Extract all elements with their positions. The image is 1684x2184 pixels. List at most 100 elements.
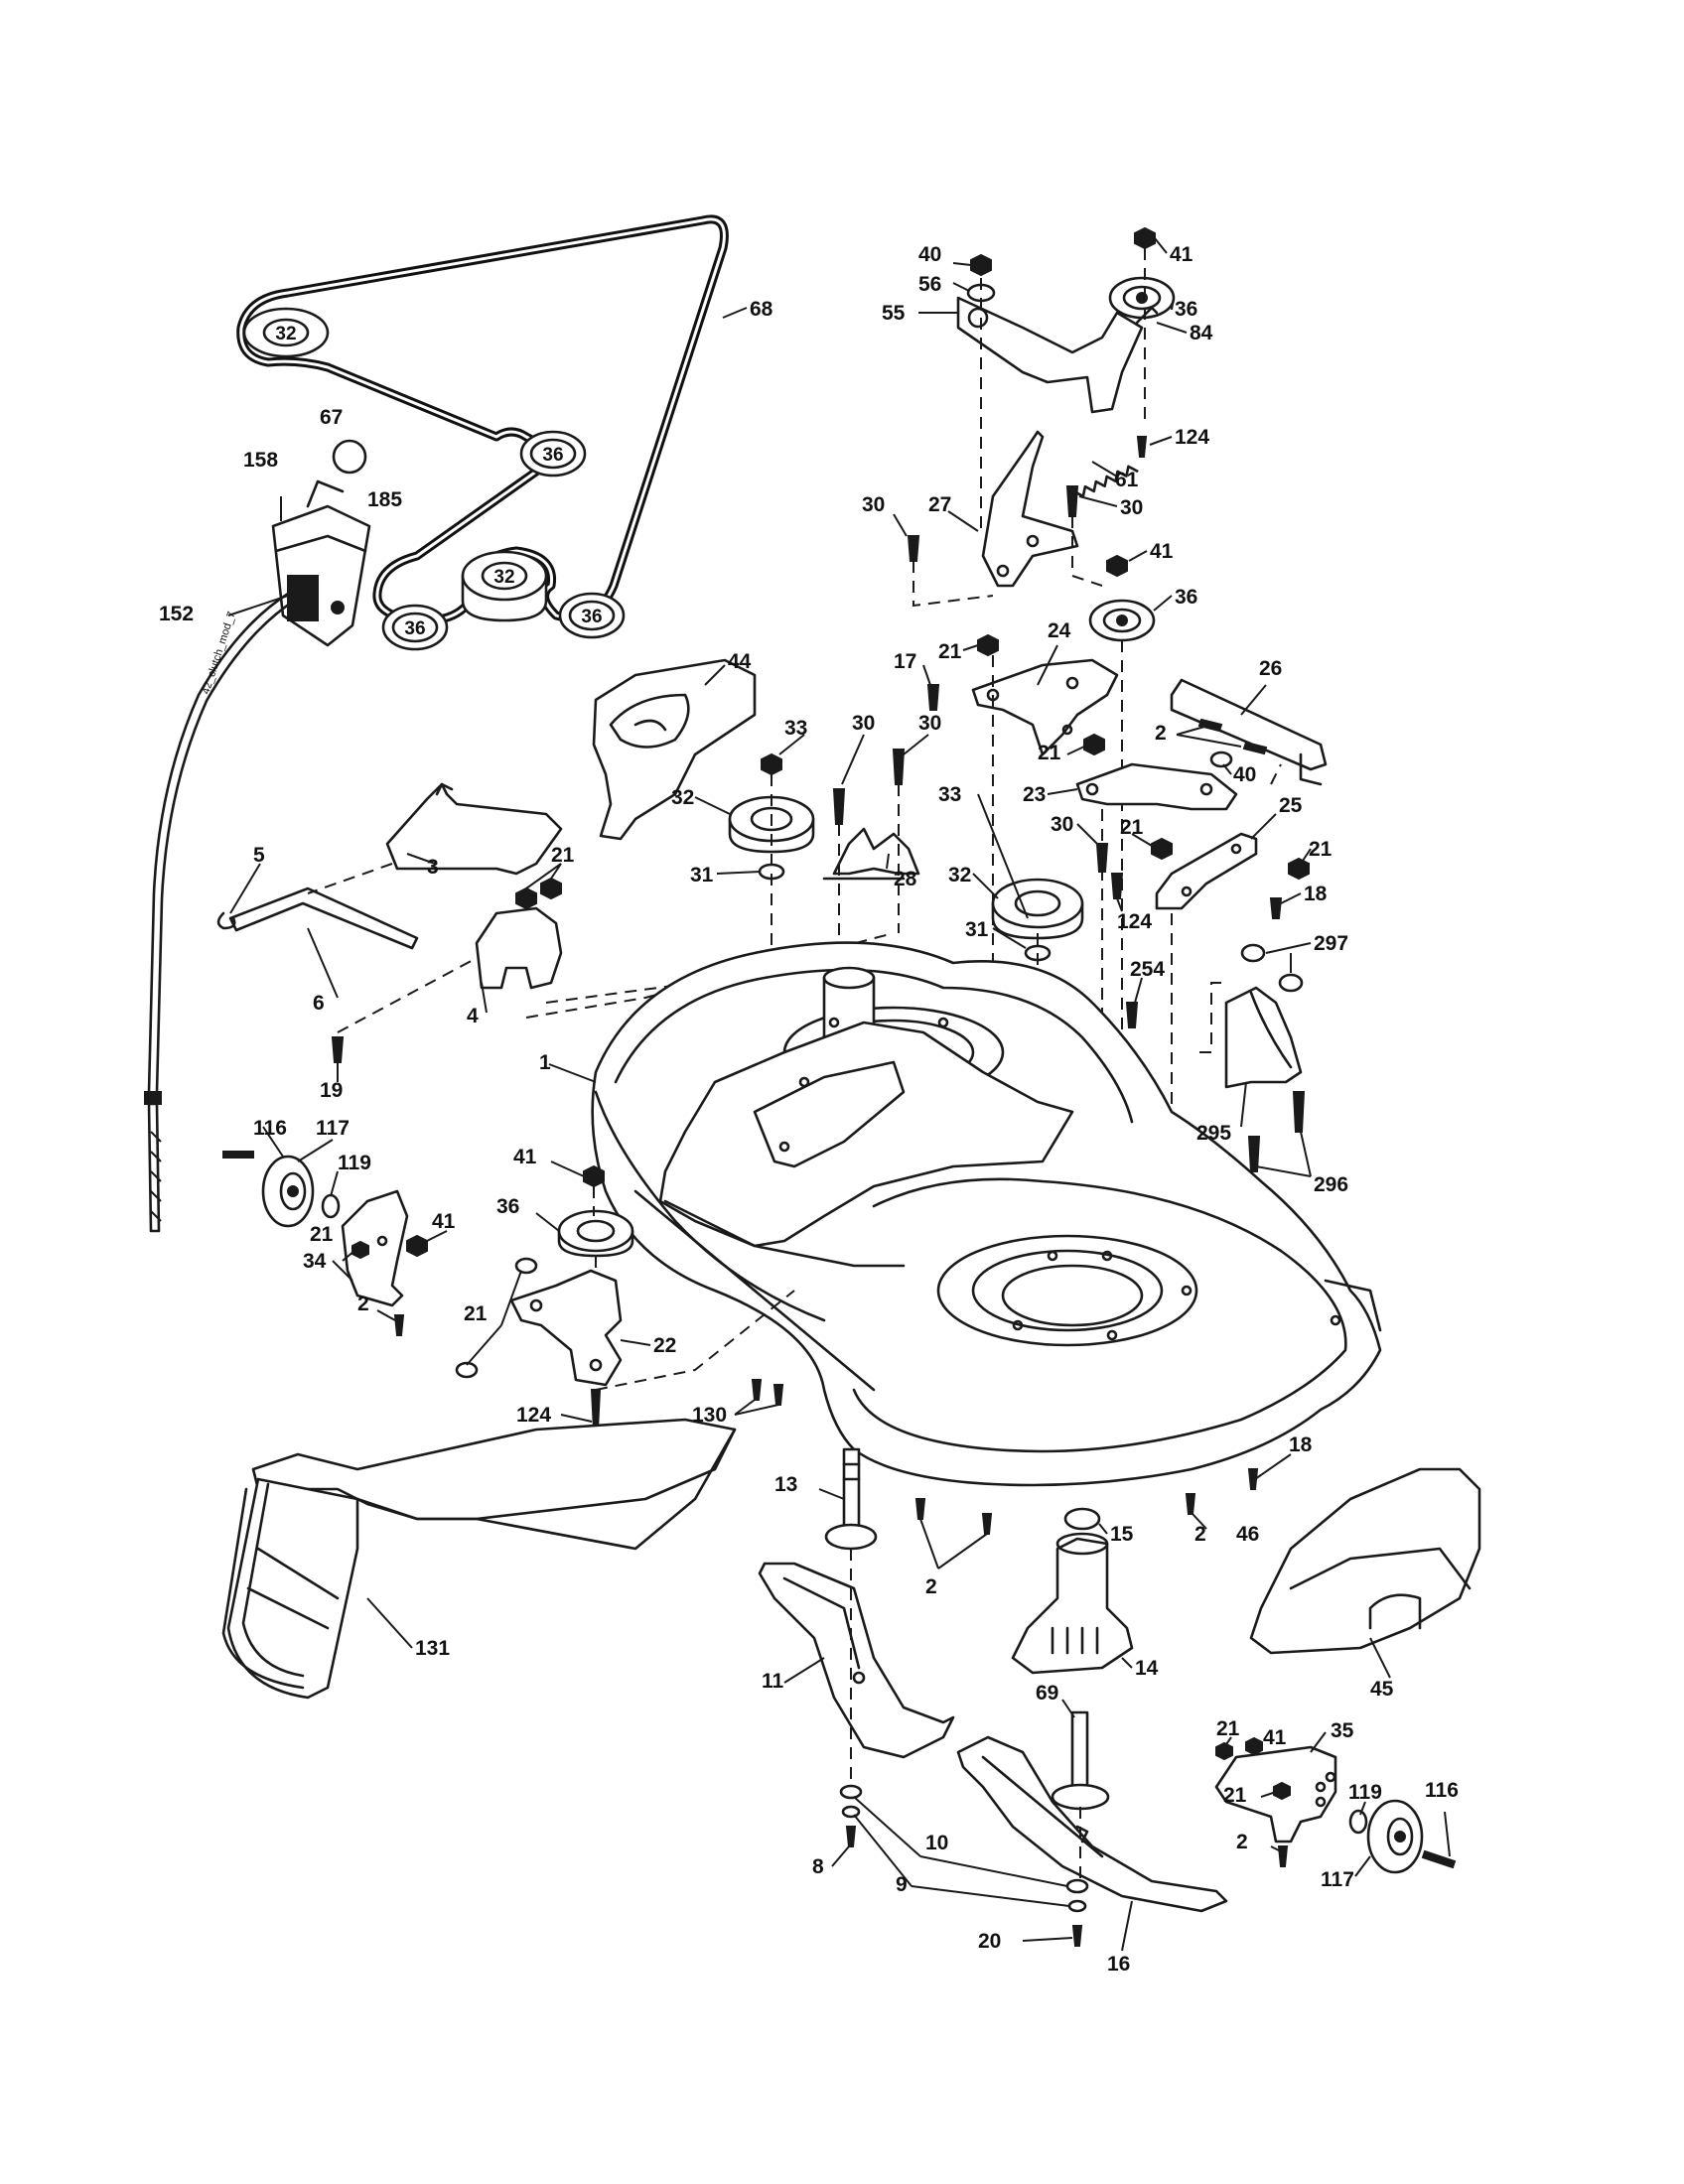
washer-9-a	[841, 1805, 861, 1819]
callout: 296	[1314, 1173, 1348, 1196]
callout: 22	[653, 1334, 676, 1357]
pulley-36-lower	[557, 1209, 634, 1258]
callout: 44	[728, 650, 752, 673]
bolt-17	[926, 684, 940, 711]
callout: 17	[894, 650, 916, 673]
clutch-bracket	[271, 479, 371, 647]
callout: 61	[1115, 469, 1139, 491]
callout: 117	[316, 1117, 350, 1140]
washer-10-b	[1065, 1878, 1089, 1894]
bolt-124-c	[590, 1389, 602, 1431]
callout: 41	[513, 1146, 537, 1168]
leader-lines	[227, 237, 1451, 1952]
callout: 124	[1175, 426, 1209, 449]
wheel-117-a	[261, 1155, 315, 1228]
bolt-8	[845, 1826, 857, 1847]
screw-2-c2	[981, 1513, 993, 1535]
clip-5	[216, 911, 236, 930]
nut-41-top	[1134, 226, 1156, 250]
belt-pulley-36-right: 36	[558, 592, 626, 639]
pulley-36-mid	[1088, 599, 1156, 642]
callout: 30	[1051, 813, 1073, 836]
screw-130-b	[772, 1384, 784, 1406]
callout: 23	[1023, 783, 1046, 806]
bolt-296-a	[1247, 1136, 1261, 1172]
nut-41-deck	[583, 1164, 605, 1188]
washer-10-a	[839, 1784, 863, 1800]
callout: 84	[1190, 322, 1213, 344]
bolt-296-b	[1292, 1091, 1306, 1133]
svg-text:32: 32	[275, 324, 296, 344]
callout: 45	[1370, 1678, 1394, 1701]
spring-61	[1070, 465, 1139, 503]
callout: 41	[1150, 540, 1174, 563]
idler-arm-55	[956, 296, 1144, 414]
callout: 20	[978, 1930, 1001, 1953]
callout: 24	[1048, 619, 1071, 642]
callout: 21	[551, 844, 575, 867]
callout: 2	[1236, 1831, 1248, 1853]
bolt-18-b	[1247, 1468, 1259, 1490]
callout: 21	[464, 1302, 488, 1325]
callout: 21	[310, 1223, 334, 1246]
callout: 130	[692, 1404, 727, 1427]
rod-6	[228, 887, 419, 950]
nut-21-e1	[515, 887, 537, 910]
svg-text:36: 36	[581, 607, 602, 627]
callout: 18	[1304, 883, 1328, 905]
pulley-36-top	[1108, 276, 1176, 320]
callout: 19	[320, 1079, 343, 1102]
belt-cover-44	[592, 658, 757, 841]
callout: 40	[1233, 763, 1256, 786]
callout: 3	[427, 856, 439, 879]
callout: 32	[948, 864, 971, 887]
callout: 2	[1194, 1523, 1206, 1546]
callout: 119	[1348, 1781, 1382, 1804]
callout: 46	[1236, 1523, 1259, 1546]
callout: 2	[925, 1575, 937, 1598]
svg-text:36: 36	[542, 445, 563, 466]
callout: 4	[467, 1005, 479, 1027]
svg-text:36: 36	[404, 618, 425, 639]
assembly-line-deflector	[1192, 982, 1221, 1053]
callout: 117	[1321, 1868, 1354, 1891]
nut-297-a	[1240, 943, 1266, 963]
washer-9-b	[1067, 1899, 1087, 1913]
callout: 124	[516, 1404, 551, 1427]
bracket-34	[341, 1189, 409, 1307]
callout: 10	[925, 1832, 948, 1854]
assembly-lines-spindles	[850, 1549, 1081, 1881]
nut-41-right	[1245, 1736, 1263, 1756]
belt-pulley-32-center: 32	[461, 550, 548, 622]
spring-84	[1135, 306, 1159, 325]
blade-16	[956, 1735, 1228, 1913]
bolt-30-d	[892, 749, 906, 785]
bolt-18-a	[1269, 897, 1283, 919]
screw-2-d	[1185, 1493, 1196, 1515]
svg-text:42_clutch_mod_7: 42_clutch_mod_7	[200, 611, 237, 696]
callout: 124	[1117, 910, 1152, 933]
callout: 2	[1155, 722, 1167, 745]
nut-21-d	[1288, 857, 1310, 881]
bolt-116-a	[222, 1151, 254, 1159]
bolt-2-b	[393, 1314, 405, 1336]
bracket-25	[1155, 832, 1258, 910]
mower-deck-1	[591, 941, 1382, 1487]
belt-pulley-36-left: 36	[381, 604, 449, 651]
callout: 1	[539, 1051, 551, 1074]
bolt-2-e	[1277, 1845, 1289, 1867]
bolt-124-top	[1136, 436, 1148, 458]
callout: 21	[1120, 816, 1144, 839]
spindle-69	[1051, 1710, 1110, 1811]
assembly-lines-lower-left	[593, 1186, 795, 1391]
callout: 41	[432, 1210, 456, 1233]
spacer-119-a	[321, 1193, 341, 1219]
clutch-cable: 42_clutch_mod_7	[144, 592, 298, 1233]
callout: 33	[784, 717, 807, 740]
bracket-23	[1075, 762, 1238, 811]
callout: 15	[1110, 1523, 1134, 1546]
nut-21-e2	[540, 877, 562, 900]
washer-40	[1209, 751, 1233, 768]
callout: 69	[1036, 1682, 1058, 1705]
